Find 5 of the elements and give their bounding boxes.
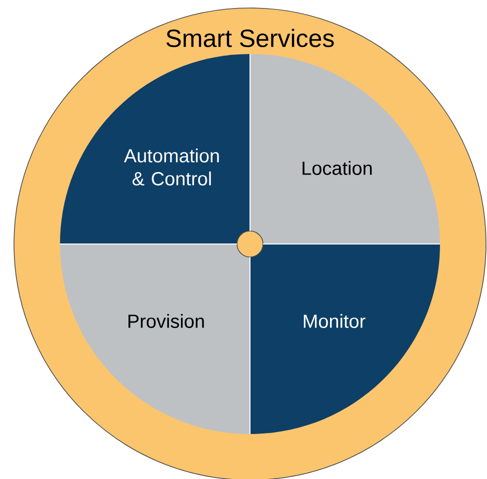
center-circle xyxy=(236,230,264,258)
quadrant: Monitor xyxy=(250,244,440,434)
quadrant: Location xyxy=(250,54,440,244)
quadrant: Provision xyxy=(60,244,250,434)
quadrant: Automation & Control xyxy=(60,54,250,244)
